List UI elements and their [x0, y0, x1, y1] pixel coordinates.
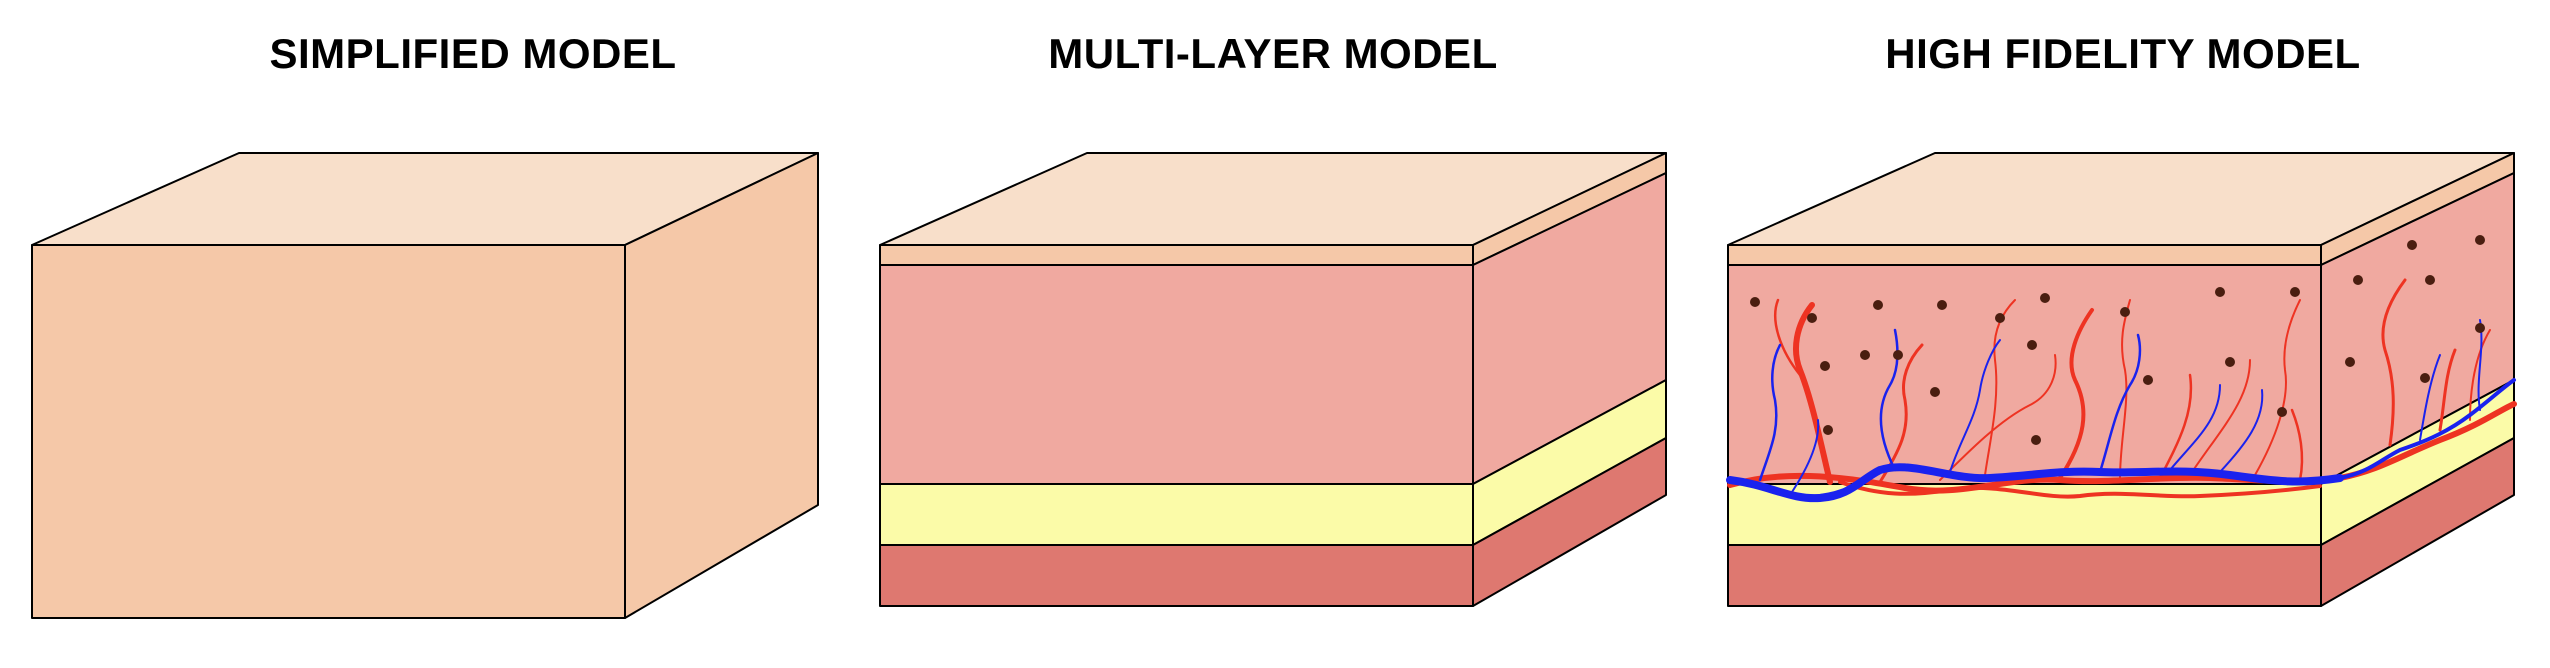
cell — [1820, 361, 1830, 371]
artery-branch-4 — [1939, 354, 2057, 481]
cell — [2143, 375, 2153, 385]
multi-epidermis-front — [879, 244, 1474, 266]
cell — [2040, 293, 2050, 303]
simplified-model-title: SIMPLIFIED MODEL — [269, 30, 677, 77]
cell — [2031, 435, 2041, 445]
artery-side-2 — [2438, 348, 2457, 432]
cell — [2353, 275, 2363, 285]
multi-dermis-front — [879, 264, 1474, 485]
cell — [1750, 297, 1760, 307]
cell — [2027, 340, 2037, 350]
cell — [2120, 307, 2130, 317]
multi-layer-model-title: MULTI-LAYER MODEL — [1048, 30, 1498, 77]
simplified-front-face — [31, 244, 626, 619]
cell — [1893, 350, 1903, 360]
simplified-block — [31, 152, 819, 619]
cells — [1750, 235, 2485, 445]
cell — [1873, 300, 1883, 310]
artery-branch-3 — [1878, 343, 1924, 484]
vein-branch-6 — [2169, 384, 2221, 471]
vein-side-1 — [2419, 354, 2441, 441]
simplified-side-face — [624, 152, 819, 619]
cell — [2407, 240, 2417, 250]
artery-main — [1727, 401, 2517, 494]
artery-branch-6 — [2058, 308, 2094, 480]
cell — [1860, 350, 1870, 360]
cell — [2345, 357, 2355, 367]
vein-branch-5 — [2098, 333, 2142, 474]
multi-muscle-front — [879, 544, 1474, 607]
artery-branch-9 — [2189, 359, 2251, 476]
cell — [1937, 300, 1947, 310]
multi-layer-block — [879, 152, 1667, 607]
high-fidelity-model-title: HIGH FIDELITY MODEL — [1885, 30, 2361, 77]
cell — [2277, 407, 2287, 417]
hf-muscle-side — [2320, 437, 2515, 607]
cell — [2475, 323, 2485, 333]
multi-fat-front — [879, 483, 1474, 546]
vein-branch-1 — [1758, 343, 1782, 482]
multi-muscle-side — [1472, 437, 1667, 607]
vein-branch-4 — [1949, 339, 2001, 473]
cell — [1807, 313, 1817, 323]
artery-branch-2 — [1774, 298, 1802, 377]
cell — [2290, 287, 2300, 297]
cell — [2225, 357, 2235, 367]
cell — [2420, 373, 2430, 383]
artery-branch-1 — [1793, 302, 1833, 485]
artery-branch-7 — [2119, 299, 2131, 479]
vein-main — [1726, 463, 2344, 503]
cell — [1995, 313, 2005, 323]
cell — [2215, 287, 2225, 297]
cell — [1930, 387, 1940, 397]
artery-side-1 — [2381, 278, 2407, 447]
vein-branch-2 — [1789, 419, 1820, 496]
veins — [1726, 319, 2516, 503]
vein-branch-3 — [1879, 328, 1899, 472]
vein-branch-7 — [2219, 389, 2264, 473]
artery-branch-8 — [2158, 373, 2193, 480]
vein-lower — [1788, 476, 1872, 499]
artery-lower — [1838, 480, 2322, 499]
high-fidelity-block — [1727, 152, 2515, 607]
artery-branch-10 — [2254, 299, 2301, 476]
artery-side-3 — [2469, 329, 2491, 421]
hf-muscle-front — [1727, 544, 2322, 607]
cell — [1823, 425, 1833, 435]
vein-main-side — [2338, 378, 2516, 480]
artery-branch-11 — [2290, 408, 2304, 482]
arteries — [1727, 278, 2517, 499]
hf-dermis-front — [1727, 264, 2322, 485]
hf-epidermis-front — [1727, 244, 2322, 266]
cell — [2425, 275, 2435, 285]
cell — [2475, 235, 2485, 245]
